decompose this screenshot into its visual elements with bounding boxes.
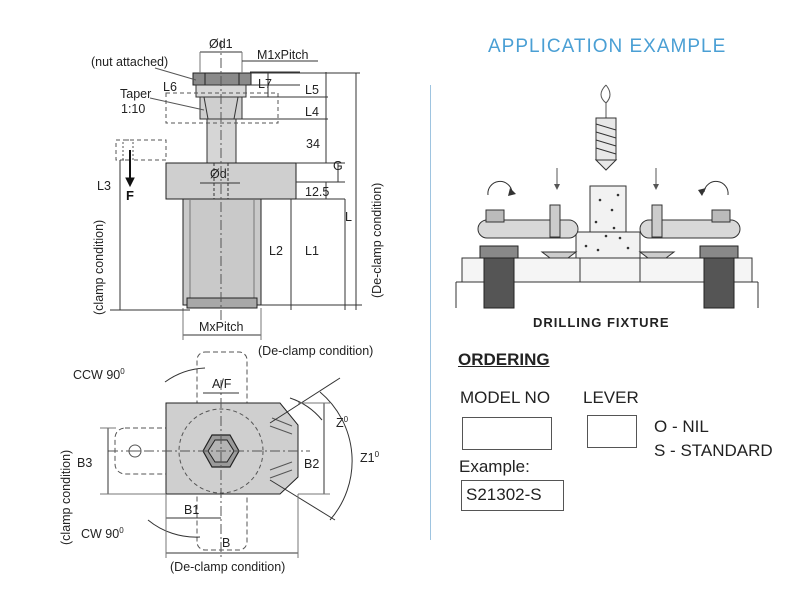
label-l4: L4 (305, 105, 319, 119)
example-label: Example: (459, 457, 530, 476)
drilling-fixture-illustration (455, 84, 759, 309)
section-divider (430, 85, 431, 540)
model-no-box (462, 417, 552, 450)
label-m1-pitch: M1xPitch (257, 48, 308, 62)
label-l7: L7 (258, 77, 272, 91)
label-z1: Z10 (360, 450, 380, 465)
label-34: 34 (306, 137, 320, 151)
label-l6: L6 (163, 80, 177, 94)
label-b1: B1 (184, 503, 199, 517)
example-value: S21302-S (466, 485, 542, 504)
label-l3: L3 (97, 179, 111, 193)
option-standard: S - STANDARD (654, 441, 773, 460)
label-declamp-condition-1: (De-clamp condition) (258, 344, 373, 358)
side-elevation-view: Ød1 M1xPitch (nut attached) L6 L7 Taper … (91, 37, 384, 358)
label-d: Ød (210, 167, 227, 181)
option-nil: O - NIL (654, 417, 709, 436)
label-d1: Ød1 (209, 37, 233, 51)
label-af: A/F (212, 377, 232, 391)
label-declamp-condition-2: (De-clamp condition) (170, 560, 285, 574)
label-nut-attached: (nut attached) (91, 55, 168, 69)
drilling-fixture-caption: DRILLING FIXTURE (533, 315, 670, 330)
label-l2: L2 (269, 244, 283, 258)
label-l: L (345, 210, 352, 224)
label-12-5: 12.5 (305, 185, 329, 199)
label-ccw-90: CCW 900 (73, 367, 125, 382)
label-l1: L1 (305, 244, 319, 258)
label-clamp-condition-vertical-2: (clamp condition) (59, 450, 73, 545)
label-b: B (222, 536, 230, 550)
label-taper-ratio: 1:10 (121, 102, 145, 116)
label-l5: L5 (305, 83, 319, 97)
label-m-pitch: MxPitch (199, 320, 244, 334)
example-box (461, 480, 564, 511)
label-g: G (333, 159, 343, 173)
label-cw-90: CW 900 (81, 526, 124, 541)
plan-view: CCW 900 CW 900 A/F Z0 Z10 B3 B2 B1 B (De… (59, 351, 380, 574)
model-no-label: MODEL NO (460, 388, 551, 407)
lever-label: LEVER (583, 388, 639, 407)
label-taper: Taper (120, 87, 151, 101)
label-clamp-condition-vertical-1: (clamp condition) (92, 220, 106, 315)
label-f: F (126, 188, 134, 203)
label-b2: B2 (304, 457, 319, 471)
label-b3: B3 (77, 456, 92, 470)
application-example-title: APPLICATION EXAMPLE (488, 36, 727, 57)
label-z0: Z0 (336, 415, 349, 430)
label-declamp-condition-vertical: (De-clamp condition) (370, 183, 384, 298)
ordering-heading: ORDERING (458, 350, 550, 369)
lever-box (587, 415, 637, 448)
